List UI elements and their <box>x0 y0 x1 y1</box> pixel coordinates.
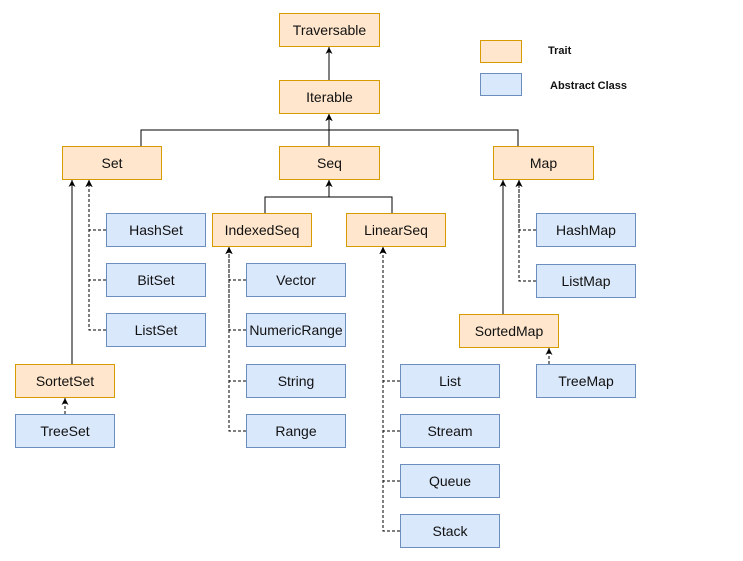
arrowhead-treeset-to-sortetset <box>61 398 69 405</box>
edge-string-to-indexedseq <box>228 247 246 382</box>
edge-queue-to-linearseq <box>382 247 400 482</box>
arrowhead-stack-to-linearseq <box>379 247 387 254</box>
arrowhead-sortetset-to-set <box>68 180 76 187</box>
node-hashmap: HashMap <box>536 213 636 247</box>
node-listset: ListSet <box>106 313 206 347</box>
edge-hashset-to-set <box>88 180 106 231</box>
node-treeset: TreeSet <box>15 414 115 448</box>
arrowhead-linearseq-to-seq <box>325 180 333 187</box>
node-listmap: ListMap <box>536 264 636 298</box>
node-traversable: Traversable <box>279 13 380 47</box>
edge-listset-to-set <box>88 180 106 331</box>
arrowhead-treemap-to-sortedmap <box>545 348 553 355</box>
node-iterable: Iterable <box>279 80 380 114</box>
arrowhead-iterable-to-traversable <box>325 47 333 54</box>
node-stack: Stack <box>400 514 500 548</box>
arrowhead-sortedmap-to-map <box>499 180 507 187</box>
node-sortedmap: SortedMap <box>459 314 559 348</box>
edge-linearseq-to-seq <box>328 180 393 213</box>
edge-hashmap-to-map <box>518 180 536 231</box>
node-vector: Vector <box>246 263 346 297</box>
node-list: List <box>400 364 500 398</box>
legend-trait-label: Trait <box>548 45 572 57</box>
edge-set-to-iterable <box>140 114 330 146</box>
edge-stack-to-linearseq <box>382 247 400 532</box>
edge-map-to-iterable <box>328 114 519 146</box>
arrowhead-map-to-iterable <box>325 114 333 121</box>
node-seq: Seq <box>279 146 380 180</box>
edge-range-to-indexedseq <box>228 247 246 432</box>
edge-stream-to-linearseq <box>382 247 400 432</box>
legend-trait-swatch <box>480 40 522 63</box>
legend-abstract-label: Abstract Class <box>550 80 628 92</box>
arrowhead-listmap-to-map <box>515 180 523 187</box>
edge-list-to-linearseq <box>382 247 400 382</box>
node-hashset: HashSet <box>106 213 206 247</box>
node-indexedseq: IndexedSeq <box>212 213 312 247</box>
edge-listmap-to-map <box>518 180 536 282</box>
arrowhead-range-to-indexedseq <box>225 247 233 254</box>
edge-numericrange-to-indexedseq <box>228 247 246 331</box>
node-set: Set <box>62 146 162 180</box>
node-string: String <box>246 364 346 398</box>
node-treemap: TreeMap <box>536 364 636 398</box>
node-stream: Stream <box>400 414 500 448</box>
edge-indexedseq-to-seq <box>264 180 330 213</box>
node-map: Map <box>493 146 594 180</box>
node-linearseq: LinearSeq <box>346 213 446 247</box>
arrowhead-listset-to-set <box>85 180 93 187</box>
node-sortetset: SortetSet <box>15 364 115 398</box>
node-range: Range <box>246 414 346 448</box>
node-queue: Queue <box>400 464 500 498</box>
node-bitset: BitSet <box>106 263 206 297</box>
legend-abstract-swatch <box>480 73 522 96</box>
node-numericrange: NumericRange <box>246 313 346 347</box>
edge-vector-to-indexedseq <box>228 247 246 281</box>
